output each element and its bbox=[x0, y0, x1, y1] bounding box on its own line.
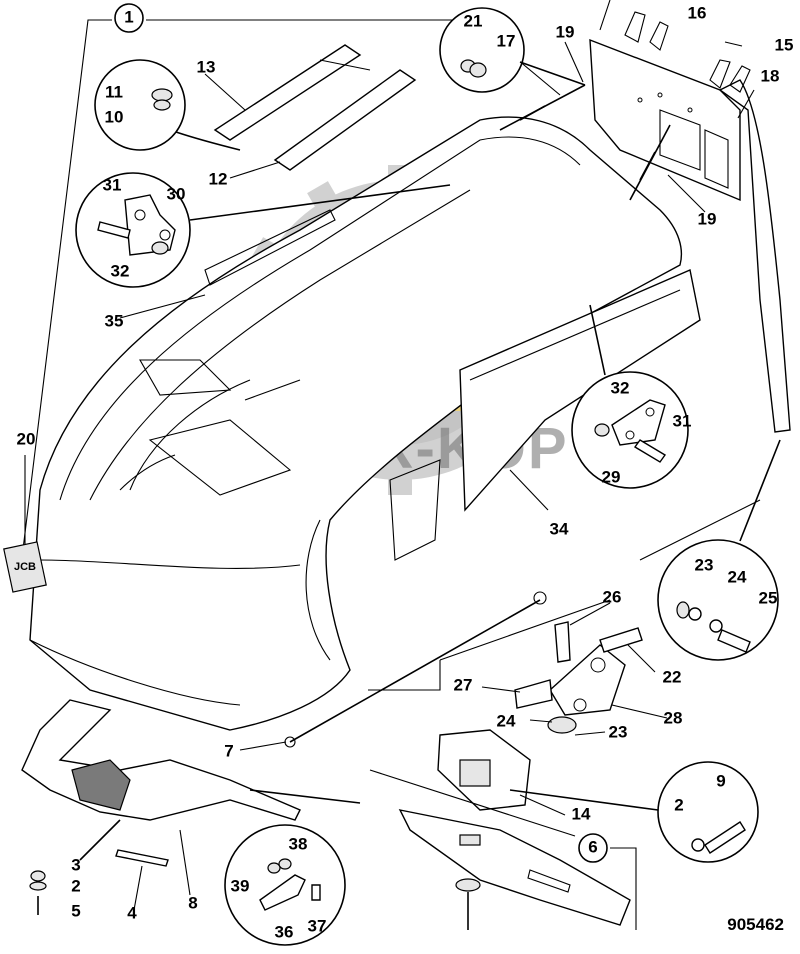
label-6: 6 bbox=[588, 837, 597, 856]
hinge-bracket bbox=[514, 621, 643, 734]
label-38: 38 bbox=[289, 834, 308, 853]
latch-plate bbox=[398, 809, 631, 930]
label-4: 4 bbox=[127, 903, 137, 922]
label-23-circle: 23 bbox=[695, 555, 714, 574]
lock-block bbox=[437, 729, 531, 811]
label-32-upper: 32 bbox=[111, 261, 130, 280]
label-5: 5 bbox=[71, 901, 80, 920]
detail-hinge-arms bbox=[213, 44, 417, 171]
label-16: 16 bbox=[688, 3, 707, 22]
label-2-lower: 2 bbox=[71, 876, 80, 895]
label-19-lower: 19 bbox=[698, 209, 717, 228]
seal-strip bbox=[204, 209, 336, 286]
detail-callout-17-21 bbox=[439, 7, 586, 93]
item-1-marker: 1 bbox=[114, 3, 144, 33]
label-22: 22 bbox=[663, 667, 682, 686]
label-14: 14 bbox=[572, 804, 591, 823]
gas-strut bbox=[499, 84, 671, 201]
label-3b: 3 bbox=[71, 855, 80, 874]
label-27: 27 bbox=[454, 675, 473, 694]
label-35: 35 bbox=[105, 311, 124, 330]
part-labels: 3 3 3 2 5 4 8 7 20 35 34 13 12 11 10 31 … bbox=[17, 3, 794, 941]
detail-callout-2-9 bbox=[509, 761, 759, 863]
label-29: 29 bbox=[602, 467, 621, 486]
leader-2-3-5 bbox=[79, 819, 121, 861]
label-25: 25 bbox=[759, 588, 778, 607]
drawing-number: 905462 bbox=[727, 915, 784, 934]
side-panel bbox=[459, 269, 701, 512]
label-31-upper: 31 bbox=[103, 175, 122, 194]
label-1: 1 bbox=[124, 7, 133, 26]
label-19-upper: 19 bbox=[556, 22, 575, 41]
pin bbox=[115, 849, 169, 867]
rear-frame bbox=[589, 0, 791, 433]
label-39: 39 bbox=[231, 876, 250, 895]
label-10: 10 bbox=[105, 107, 124, 126]
detail-callout-29-32 bbox=[571, 304, 689, 489]
detail-fasteners-2-3-5 bbox=[29, 870, 47, 915]
detail-callout-36-39 bbox=[224, 789, 361, 946]
detail-callout-23-25 bbox=[657, 439, 781, 661]
badge-text: JCB bbox=[14, 561, 36, 573]
label-13: 13 bbox=[197, 57, 216, 76]
label-26: 26 bbox=[603, 587, 622, 606]
label-23-hinge: 23 bbox=[609, 722, 628, 741]
label-17: 17 bbox=[497, 31, 516, 50]
label-9: 9 bbox=[716, 771, 725, 790]
label-24-hinge: 24 bbox=[497, 711, 516, 730]
label-8: 8 bbox=[188, 893, 197, 912]
label-18: 18 bbox=[761, 66, 780, 85]
label-2-circle: 2 bbox=[674, 795, 683, 814]
label-11: 11 bbox=[105, 82, 123, 101]
label-7: 7 bbox=[224, 741, 233, 760]
label-28: 28 bbox=[664, 708, 683, 727]
label-30: 30 bbox=[167, 184, 186, 203]
boundary-6-left bbox=[369, 769, 576, 837]
label-32-lower: 32 bbox=[611, 378, 630, 397]
label-34: 34 bbox=[550, 519, 569, 538]
leader-lines bbox=[24, 41, 755, 911]
label-20: 20 bbox=[17, 429, 36, 448]
detail-callout-30-32 bbox=[75, 172, 451, 288]
detail-callout-10-11 bbox=[94, 59, 241, 151]
lower-seal-bracket bbox=[21, 699, 301, 821]
label-24-circle: 24 bbox=[728, 567, 747, 586]
label-31-lower: 31 bbox=[673, 411, 692, 430]
boundary-6-right bbox=[610, 847, 637, 930]
item-6-marker: 6 bbox=[578, 833, 608, 863]
label-15: 15 bbox=[775, 35, 794, 54]
label-36: 36 bbox=[275, 922, 294, 941]
jcb-badge: JCB bbox=[3, 541, 47, 593]
label-37: 37 bbox=[308, 916, 327, 935]
label-12: 12 bbox=[209, 169, 228, 188]
label-21: 21 bbox=[464, 11, 483, 30]
